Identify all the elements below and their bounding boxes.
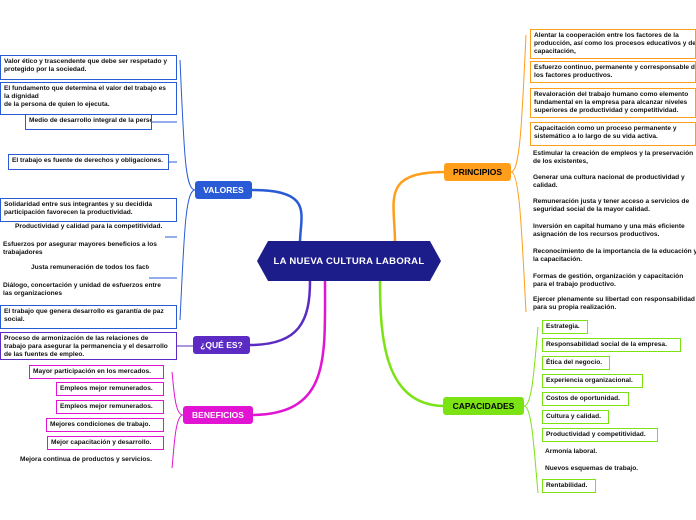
valores-item[interactable]: El trabajo que genera desarrollo es gara… <box>0 305 177 329</box>
principios-item[interactable]: Generar una cultura nacional de producti… <box>533 174 685 190</box>
capacidades-item[interactable]: Responsabilidad social de la empresa. <box>542 338 681 352</box>
valores-item[interactable]: Esfuerzos por asegurar mayores beneficio… <box>3 241 157 257</box>
branch-valores[interactable]: VALORES <box>195 181 252 199</box>
capacidades-item[interactable]: Ética del negocio. <box>542 356 610 370</box>
connector-line <box>523 326 539 494</box>
valores-item[interactable]: Solidaridad entre sus integrantes y su d… <box>0 198 177 222</box>
valores-item[interactable]: Valor ético y trascendente que debe ser … <box>0 55 177 80</box>
principios-item[interactable]: Estimular la creación de empleos y la pr… <box>533 150 694 166</box>
beneficios-item[interactable]: Mayor participación en los mercados. <box>29 365 164 379</box>
valores-item[interactable]: El trabajo es fuente de derechos y oblig… <box>8 154 169 170</box>
capacidades-item[interactable]: Armonía laboral. <box>545 448 598 455</box>
connector-line <box>378 280 446 408</box>
valores-item[interactable]: Diálogo, concertación y unidad de esfuer… <box>3 282 161 298</box>
branch-beneficios[interactable]: BENEFICIOS <box>183 406 253 424</box>
branch-que-es[interactable]: ¿QUÉ ES? <box>193 336 250 354</box>
que-es-item[interactable]: Proceso de armonización de las relacione… <box>0 332 177 360</box>
principios-item[interactable]: Capacitación como un proceso permanente … <box>530 122 696 146</box>
connector-line <box>249 280 327 417</box>
connector-line <box>251 188 303 244</box>
central-topic[interactable]: LA NUEVA CULTURA LABORAL <box>257 241 441 281</box>
beneficios-item[interactable]: Empleos mejor remunerados. <box>56 400 164 414</box>
principios-item[interactable]: Formas de gestión, organización y capaci… <box>533 273 684 289</box>
beneficios-item[interactable]: Empleos mejor remunerados. <box>56 382 164 396</box>
valores-item[interactable]: El fundamento que determina el valor del… <box>0 82 177 115</box>
connector-line <box>171 371 184 469</box>
valores-item[interactable]: Productividad y calidad para la competit… <box>15 223 163 230</box>
valores-item[interactable]: Justa remuneración de todos los factores <box>31 264 149 271</box>
principios-item[interactable]: Inversión en capital humano y una más ef… <box>533 223 685 239</box>
principios-item[interactable]: Remuneración justa y tener acceso a serv… <box>533 198 690 214</box>
capacidades-item[interactable]: Experiencia organizacional. <box>542 374 643 388</box>
beneficios-item[interactable]: Mejores condiciones de trabajo. <box>46 418 164 432</box>
capacidades-item[interactable]: Cultura y calidad. <box>542 410 609 424</box>
capacidades-item[interactable]: Nuevos esquemas de trabajo. <box>545 465 639 472</box>
branch-principios[interactable]: PRINCIPIOS <box>444 163 511 181</box>
valores-item[interactable]: Medio de desarrollo integral de la perso… <box>25 114 152 130</box>
branch-capacidades[interactable]: CAPACIDADES <box>443 397 524 415</box>
connector-line <box>510 34 527 313</box>
principios-item[interactable]: Esfuerzo continuo, permanente y correspo… <box>530 61 696 83</box>
capacidades-item[interactable]: Estrategia. <box>542 320 588 334</box>
capacidades-item[interactable]: Rentabilidad. <box>542 479 596 493</box>
connector-line <box>392 170 446 244</box>
principios-item[interactable]: Ejercer plenamente su libertad con respo… <box>533 296 695 312</box>
capacidades-item[interactable]: Costos de oportunidad. <box>542 392 629 406</box>
connector-line <box>249 280 312 347</box>
beneficios-item[interactable]: Mejor capacitación y desarrollo. <box>47 436 164 450</box>
capacidades-item[interactable]: Productividad y competitividad. <box>542 428 658 442</box>
principios-item[interactable]: Revaloración del trabajo humano como ele… <box>530 88 696 118</box>
beneficios-item[interactable]: Mejora continua de productos y servicios… <box>20 456 152 463</box>
connector-line <box>179 59 196 321</box>
principios-item[interactable]: Alentar la cooperación entre los factore… <box>530 29 696 59</box>
principios-item[interactable]: Reconocimiento de la importancia de la e… <box>533 248 696 264</box>
